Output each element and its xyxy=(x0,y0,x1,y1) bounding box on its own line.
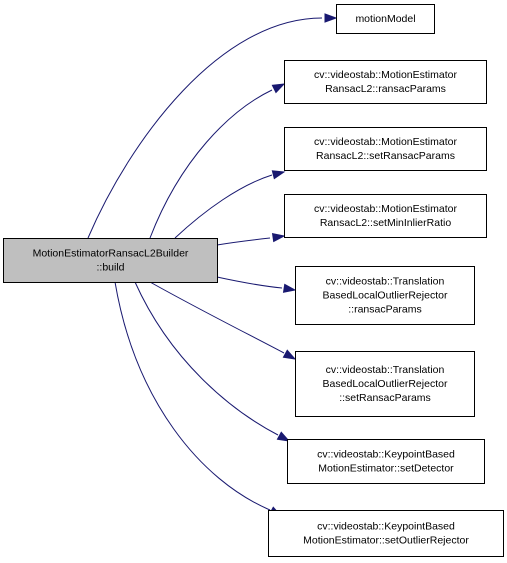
edge-to-n7 xyxy=(134,281,279,436)
edge-to-n3 xyxy=(174,174,273,239)
callee-node-n5-box xyxy=(295,266,475,325)
callee-node-n3-label-line: RansacL2::setRansacParams xyxy=(316,150,455,162)
edge-to-n1-arrowhead xyxy=(324,13,338,23)
callee-node-n4[interactable]: cv::videostab::MotionEstimatorRansacL2::… xyxy=(284,194,487,238)
edge-to-n5-arrowhead xyxy=(282,283,297,293)
callee-node-n3-label-line: cv::videostab::MotionEstimator xyxy=(314,136,457,148)
callee-node-n8-box xyxy=(268,510,504,557)
callee-node-n3[interactable]: cv::videostab::MotionEstimatorRansacL2::… xyxy=(284,127,487,171)
callee-node-n5[interactable]: cv::videostab::TranslationBasedLocalOutl… xyxy=(295,266,475,325)
edge-to-n4 xyxy=(216,237,271,246)
callee-node-n3-box xyxy=(284,127,487,171)
callee-node-n1-box xyxy=(336,4,435,34)
callee-node-n8-label-line: cv::videostab::KeypointBased xyxy=(317,521,455,533)
callee-node-n5-label-line: cv::videostab::Translation xyxy=(326,276,445,288)
callee-node-n6-label-line: cv::videostab::Translation xyxy=(326,364,445,376)
callee-node-n7-label-line: MotionEstimator::setDetector xyxy=(318,463,454,475)
edge-to-n8 xyxy=(114,281,271,511)
edge-to-n6-arrowhead xyxy=(282,349,297,360)
callee-node-n2[interactable]: cv::videostab::MotionEstimatorRansacL2::… xyxy=(284,60,487,104)
callee-node-n8-label-line: MotionEstimator::setOutlierRejector xyxy=(303,535,469,547)
callee-node-n4-box xyxy=(284,194,487,238)
edge-to-n6 xyxy=(149,281,285,354)
callee-node-n4-label-line: RansacL2::setMinInlierRatio xyxy=(320,217,451,229)
edge-to-n1 xyxy=(87,17,323,239)
callee-node-n6-box xyxy=(295,351,475,417)
root-node-build-label-line: ::build xyxy=(96,262,124,274)
edge-to-n2 xyxy=(149,89,273,239)
callee-node-n2-label-line: cv::videostab::MotionEstimator xyxy=(314,69,457,81)
callee-node-n2-box xyxy=(284,60,487,104)
callee-node-n2-label-line: RansacL2::ransacParams xyxy=(325,83,446,95)
callee-node-n4-label-line: cv::videostab::MotionEstimator xyxy=(314,203,457,215)
callee-node-n1[interactable]: motionModel xyxy=(336,4,435,34)
call-edges xyxy=(87,13,338,517)
callee-node-n7[interactable]: cv::videostab::KeypointBasedMotionEstima… xyxy=(287,439,485,484)
root-node-build-label-line: MotionEstimatorRansacL2Builder xyxy=(33,248,189,260)
callee-node-n6[interactable]: cv::videostab::TranslationBasedLocalOutl… xyxy=(295,351,475,417)
call-nodes: MotionEstimatorRansacL2Builder::build mot… xyxy=(3,4,504,557)
callee-node-n5-label-line: BasedLocalOutlierRejector xyxy=(323,290,448,302)
callee-node-n6-label-line: BasedLocalOutlierRejector xyxy=(323,378,448,390)
callee-node-n6-label-line: ::setRansacParams xyxy=(339,392,431,404)
edge-to-n2-arrowhead xyxy=(271,83,286,94)
callee-node-n5-label-line: ::ransacParams xyxy=(348,304,422,316)
edge-to-n5 xyxy=(216,276,283,289)
callee-node-n8[interactable]: cv::videostab::KeypointBasedMotionEstima… xyxy=(268,510,504,557)
callee-node-n7-box xyxy=(287,439,485,484)
root-node-build[interactable]: MotionEstimatorRansacL2Builder::build xyxy=(3,238,218,283)
root-node-build-box xyxy=(3,238,218,283)
edge-to-n7-arrowhead xyxy=(276,431,291,442)
edge-to-n3-arrowhead xyxy=(271,170,286,180)
callee-node-n7-label-line: cv::videostab::KeypointBased xyxy=(317,449,455,461)
callee-node-n1-label-line: motionModel xyxy=(355,13,415,25)
edge-to-n4-arrowhead xyxy=(271,232,286,243)
